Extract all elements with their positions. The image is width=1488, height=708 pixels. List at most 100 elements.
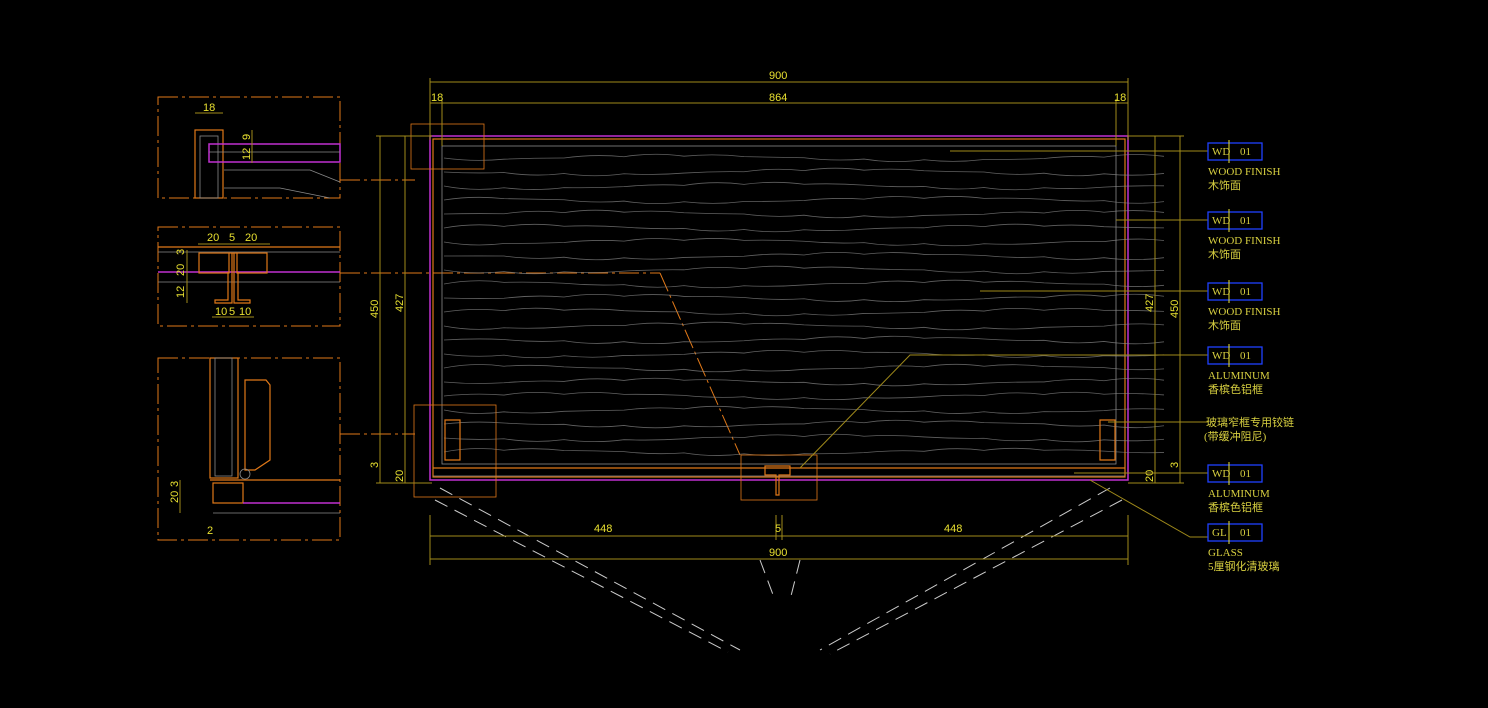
grain-line	[443, 196, 1165, 205]
dim-bottom-left: 448	[594, 523, 612, 535]
tag-code: WD	[1212, 286, 1230, 298]
grain-line	[443, 335, 1165, 345]
grain-line	[443, 405, 1165, 414]
dim-right-gap: 3	[1169, 462, 1181, 468]
dim-top-overall: 900	[769, 70, 787, 82]
dim-detail1-d1: 9	[241, 134, 253, 140]
grain-line	[443, 181, 1165, 191]
detail-hinge: 3 20 2	[157, 357, 341, 541]
grain-line	[443, 433, 1165, 443]
dim-right-inner: 427	[1144, 294, 1156, 312]
dim-top-inner: 864	[769, 92, 787, 104]
annotation-4: 玻璃窄框专用铰链(带缓冲阻尼)	[1204, 415, 1294, 443]
tag-label-en: WOOD FINISH	[1208, 306, 1280, 318]
tag-box	[1207, 523, 1263, 542]
grain-line	[443, 307, 1165, 317]
dim-mullion-b1: 10	[215, 306, 227, 318]
door-swing	[434, 487, 1123, 655]
dim-mullion-h2: 20	[175, 264, 187, 276]
wood-grain	[443, 153, 1165, 456]
dim-bottom-mid: 5	[775, 523, 781, 535]
dim-mullion-b2: 5	[229, 306, 235, 318]
tag-label-en: WOOD FINISH	[1208, 166, 1280, 178]
tag-label-en: GLASS	[1208, 547, 1243, 559]
dim-left-base: 20	[394, 470, 406, 482]
tag-box	[1207, 282, 1263, 301]
dim-bottom-right: 448	[944, 523, 962, 535]
tag-label-en: ALUMINUM	[1208, 488, 1270, 500]
grain-line	[443, 209, 1165, 219]
grain-line	[443, 167, 1165, 177]
tag-code: WD	[1212, 215, 1230, 227]
tag-code: WD	[1212, 468, 1230, 480]
dim-mullion-h3: 12	[175, 286, 187, 298]
dim-mullion-b3: 10	[239, 306, 251, 318]
hinge-note-sub: (带缓冲阻尼)	[1204, 429, 1267, 443]
dim-hinge-b: 2	[207, 525, 213, 537]
dim-mullion-w1: 20	[207, 232, 219, 244]
dim-hinge-h1: 3	[169, 481, 181, 487]
grain-line	[443, 153, 1165, 163]
dim-right-base: 20	[1144, 470, 1156, 482]
tag-box	[1207, 142, 1263, 161]
dim-hinge-h2: 20	[169, 491, 181, 503]
tag-label-en: WOOD FINISH	[1208, 235, 1280, 247]
grain-line	[443, 238, 1165, 247]
dim-mullion-w3: 20	[245, 232, 257, 244]
grain-line	[443, 251, 1165, 261]
grain-line	[443, 265, 1165, 275]
tag-code: WD	[1212, 350, 1230, 362]
grain-line	[443, 391, 1165, 401]
dim-mullion-h1: 3	[175, 249, 187, 255]
main-dimensions: 900 864 18 18 450 427 3 20 427 450 3 20 …	[369, 70, 1184, 565]
grain-line	[443, 223, 1165, 233]
tag-box	[1207, 211, 1263, 230]
dim-left-overall: 450	[369, 300, 381, 318]
tag-number: 01	[1240, 350, 1251, 362]
dim-detail1-d2: 12	[241, 148, 253, 160]
tag-code: GL	[1212, 527, 1227, 539]
tag-box	[1207, 346, 1263, 365]
tag-number: 01	[1240, 146, 1251, 158]
grain-line	[443, 447, 1165, 456]
tag-label-en: ALUMINUM	[1208, 370, 1270, 382]
hinge-note: 玻璃窄框专用铰链	[1206, 415, 1294, 429]
tag-code: WD	[1212, 146, 1230, 158]
grain-line	[443, 419, 1165, 429]
dim-bottom-overall: 900	[769, 547, 787, 559]
tag-label-zh: 木饰面	[1208, 318, 1241, 332]
grain-line	[443, 377, 1165, 387]
tag-label-zh: 香槟色铝框	[1208, 382, 1263, 396]
detail-top-corner: 18 9 12	[157, 96, 341, 199]
dim-detail1-frame: 18	[203, 102, 215, 114]
dim-right-overall: 450	[1169, 300, 1181, 318]
tag-number: 01	[1240, 527, 1251, 539]
tag-label-zh: 木饰面	[1208, 178, 1241, 192]
grain-line	[443, 321, 1165, 331]
tag-label-zh: 5厘钢化清玻璃	[1208, 559, 1280, 573]
tag-number: 01	[1240, 468, 1251, 480]
tag-label-zh: 香槟色铝框	[1208, 500, 1263, 514]
detail-mullion: 20 5 20 3 20 12 10 5 10	[157, 226, 341, 327]
grain-line	[443, 293, 1165, 303]
grain-line	[443, 350, 1165, 359]
leaders	[799, 150, 1208, 538]
tag-box	[1207, 464, 1263, 483]
dim-left-gap: 3	[369, 462, 381, 468]
dim-top-left-frame: 18	[431, 92, 443, 104]
dim-top-right-frame: 18	[1114, 92, 1126, 104]
grain-line	[443, 363, 1165, 373]
dim-left-inner: 427	[394, 294, 406, 312]
tag-number: 01	[1240, 286, 1251, 298]
tag-label-zh: 木饰面	[1208, 247, 1241, 261]
tag-number: 01	[1240, 215, 1251, 227]
grain-line	[443, 279, 1165, 289]
